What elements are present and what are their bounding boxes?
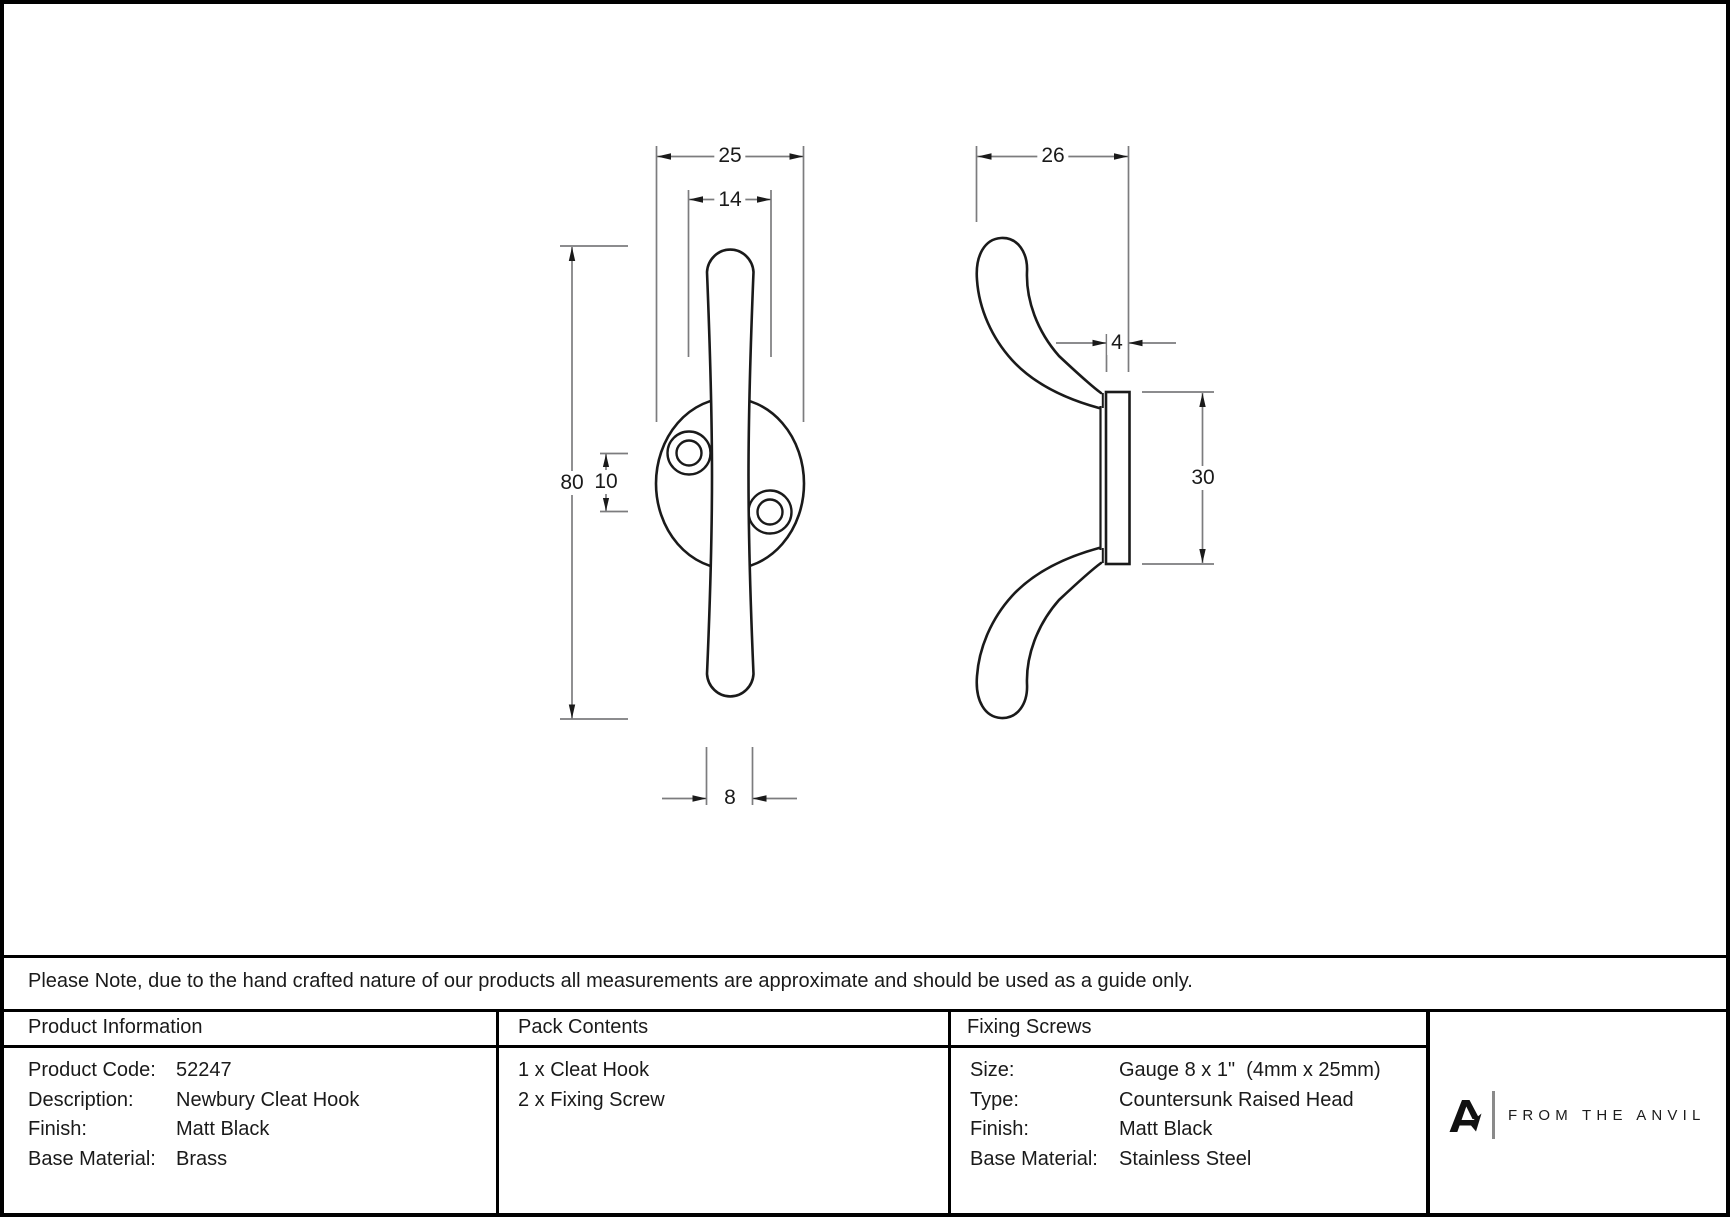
dimension-arrowheads <box>568 153 1206 802</box>
logo-divider-bar <box>1492 1091 1495 1139</box>
field-value: Newbury Cleat Hook <box>176 1089 360 1111</box>
technical-drawing <box>560 146 1214 805</box>
field-value: Stainless Steel <box>1119 1148 1252 1170</box>
divider-pack-fixing <box>948 1009 951 1213</box>
header-row-top-border <box>4 1009 1726 1012</box>
brand-name: FROM THE ANVIL <box>1508 1107 1706 1124</box>
pack-item: 1 x Cleat Hook <box>518 1059 650 1081</box>
field-label: Product Code: <box>28 1059 156 1081</box>
field-value: Brass <box>176 1148 228 1170</box>
measurements-note: Please Note, due to the hand crafted nat… <box>28 970 1193 992</box>
field-label: Size: <box>970 1059 1015 1081</box>
field-value: Matt Black <box>176 1118 270 1140</box>
header-fixing-screws: Fixing Screws <box>967 1016 1092 1038</box>
front-view-hook <box>654 248 806 698</box>
field-label: Type: <box>970 1089 1019 1111</box>
dim-label-screw-centres-h: 14 <box>714 188 746 212</box>
divider-fixing-logo <box>1426 1009 1430 1213</box>
divider-product-pack <box>496 1009 499 1213</box>
anvil-a-logo-icon <box>1449 1100 1482 1132</box>
header-pack-contents: Pack Contents <box>518 1016 649 1038</box>
field-value: Gauge 8 x 1" (4mm x 25mm) <box>1119 1059 1381 1081</box>
field-label: Finish: <box>970 1118 1029 1140</box>
dim-label-screw-centres-v: 10 <box>590 470 622 494</box>
dim-label-plate-width: 25 <box>714 144 746 168</box>
note-row-top-border <box>4 955 1726 958</box>
side-view-hook <box>975 236 1131 720</box>
header-product-information: Product Information <box>28 1016 203 1038</box>
field-label: Finish: <box>28 1118 87 1140</box>
dim-label-plate-height: 30 <box>1187 466 1219 490</box>
dim-label-hook-width: 8 <box>720 786 740 810</box>
table-bottom-border <box>4 1213 1730 1217</box>
dim-label-plate-thickness: 4 <box>1107 331 1127 355</box>
field-value: Countersunk Raised Head <box>1119 1089 1354 1111</box>
field-value: 52247 <box>176 1059 232 1081</box>
field-value: Matt Black <box>1119 1118 1213 1140</box>
header-row-bottom-border <box>4 1045 1428 1048</box>
field-label: Base Material: <box>970 1148 1098 1170</box>
dim-label-projection: 26 <box>1037 144 1069 168</box>
field-label: Base Material: <box>28 1148 156 1170</box>
dim-label-overall-height: 80 <box>556 471 588 495</box>
field-label: Description: <box>28 1089 134 1111</box>
pack-item: 2 x Fixing Screw <box>518 1089 665 1111</box>
